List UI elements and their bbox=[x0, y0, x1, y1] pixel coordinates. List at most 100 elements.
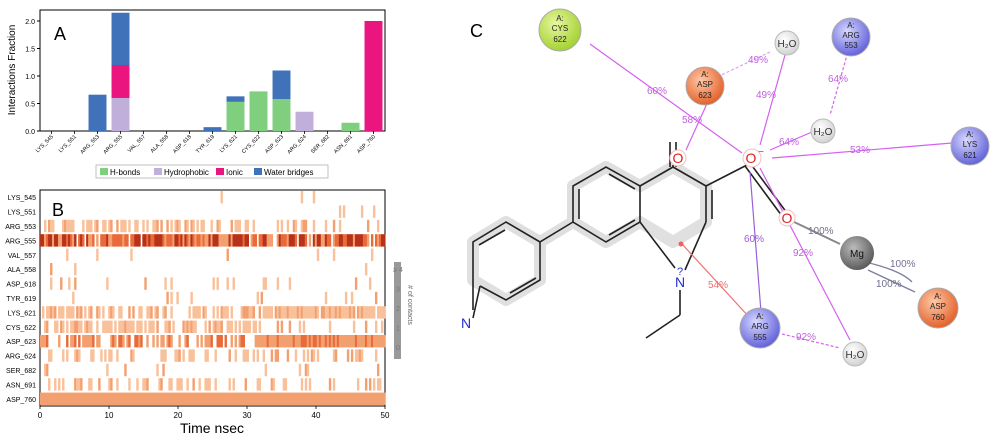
heat-cell bbox=[298, 234, 302, 247]
heat-cell bbox=[136, 378, 139, 391]
heat-cell bbox=[324, 291, 328, 305]
heat-cell bbox=[242, 335, 245, 348]
heat-cell bbox=[154, 306, 157, 319]
heat-cell bbox=[202, 306, 205, 319]
heat-cell bbox=[214, 320, 217, 333]
heat-cell bbox=[344, 335, 348, 348]
heat-cell bbox=[182, 349, 185, 362]
heat-cell bbox=[276, 277, 280, 290]
bar-segment bbox=[341, 122, 360, 131]
heat-cell bbox=[70, 306, 73, 319]
heat-cell bbox=[210, 234, 213, 247]
heat-cell bbox=[206, 335, 209, 348]
row-label: LYS_545 bbox=[8, 195, 36, 202]
legend-swatch bbox=[254, 168, 262, 175]
heat-cell bbox=[340, 306, 344, 319]
heat-cell bbox=[302, 306, 306, 319]
heat-cell bbox=[308, 335, 312, 348]
heat-cell bbox=[88, 219, 91, 233]
heat-cell bbox=[278, 234, 282, 247]
x-tick-label: ASP_760 bbox=[356, 134, 377, 155]
heat-cell bbox=[62, 234, 65, 247]
residue-nodes: A: CYS 622 A: ARG 553 A: ASP 623 A: LYS … bbox=[538, 8, 990, 349]
interaction-lines bbox=[589, 43, 953, 349]
heat-cell bbox=[370, 335, 374, 348]
heat-cell bbox=[300, 378, 304, 391]
heat-cell bbox=[88, 234, 91, 247]
heat-cell bbox=[314, 306, 318, 319]
heat-cell bbox=[302, 219, 306, 233]
heat-cell bbox=[324, 306, 328, 319]
heat-cell bbox=[306, 392, 310, 405]
heat-cell bbox=[228, 320, 231, 333]
heat-cell bbox=[294, 349, 298, 362]
heat-cell bbox=[356, 335, 360, 348]
heat-cell bbox=[302, 349, 306, 362]
heat-cell bbox=[102, 219, 105, 233]
bar-segment bbox=[226, 96, 245, 102]
heat-cell bbox=[146, 335, 149, 348]
heat-cell bbox=[190, 392, 193, 405]
heat-cell bbox=[152, 392, 155, 405]
heat-cell bbox=[80, 392, 83, 405]
heat-cell bbox=[76, 378, 79, 391]
heat-cell bbox=[118, 320, 121, 333]
heat-cell bbox=[108, 320, 111, 333]
heat-cell bbox=[108, 234, 111, 247]
heat-cell bbox=[200, 219, 203, 233]
row-label: ARG_555 bbox=[5, 238, 36, 245]
heat-cell bbox=[200, 234, 203, 247]
line-mg-asp760-b bbox=[867, 269, 916, 293]
heat-cell bbox=[178, 219, 181, 233]
heat-cell bbox=[122, 392, 125, 405]
heat-cell bbox=[170, 277, 173, 290]
heat-cell bbox=[332, 234, 336, 247]
heat-cell bbox=[214, 349, 217, 362]
heat-cell bbox=[300, 335, 304, 348]
x-tick-label: LYS_545 bbox=[35, 134, 55, 154]
heat-cell bbox=[88, 378, 91, 391]
heat-cell bbox=[78, 335, 81, 348]
heat-cell bbox=[68, 219, 71, 233]
heat-cell bbox=[248, 392, 252, 405]
heat-cell bbox=[198, 392, 201, 405]
heat-cell bbox=[184, 234, 187, 247]
heat-cell bbox=[126, 234, 129, 247]
heat-cell bbox=[350, 291, 354, 305]
heat-cell bbox=[46, 335, 49, 348]
heat-cell bbox=[354, 349, 358, 362]
heat-cell bbox=[134, 219, 137, 233]
heat-cell bbox=[202, 234, 205, 247]
y-tick-label: 0.0 bbox=[25, 129, 35, 136]
heat-cell bbox=[240, 306, 243, 319]
heat-cell bbox=[338, 205, 342, 218]
heat-cell bbox=[316, 248, 320, 261]
heat-cell bbox=[286, 392, 290, 405]
heat-cell bbox=[286, 306, 290, 319]
heat-cell bbox=[366, 392, 370, 405]
heat-cell bbox=[182, 392, 185, 405]
heat-cell bbox=[102, 234, 105, 247]
atom-o-double: O bbox=[782, 210, 793, 226]
heat-cell bbox=[156, 234, 159, 247]
heat-cell bbox=[314, 234, 318, 247]
heat-cell bbox=[110, 234, 113, 247]
heat-cell bbox=[376, 219, 380, 233]
heat-cell bbox=[376, 363, 380, 377]
heat-cell bbox=[122, 234, 125, 247]
heat-cell bbox=[330, 335, 334, 348]
heat-cell bbox=[314, 392, 318, 405]
heat-cell bbox=[50, 349, 53, 362]
heat-cell bbox=[258, 335, 262, 348]
bar-segment bbox=[226, 101, 245, 131]
heat-cell bbox=[210, 219, 213, 233]
heat-cell bbox=[216, 306, 219, 319]
heat-cell bbox=[264, 277, 268, 290]
heat-cell bbox=[274, 306, 278, 319]
heat-cell bbox=[66, 392, 69, 405]
heat-cell bbox=[366, 234, 370, 247]
row-label: ALA_558 bbox=[7, 267, 36, 274]
heat-cell bbox=[288, 277, 292, 290]
heat-cell bbox=[220, 234, 223, 247]
heat-cell bbox=[114, 234, 117, 247]
